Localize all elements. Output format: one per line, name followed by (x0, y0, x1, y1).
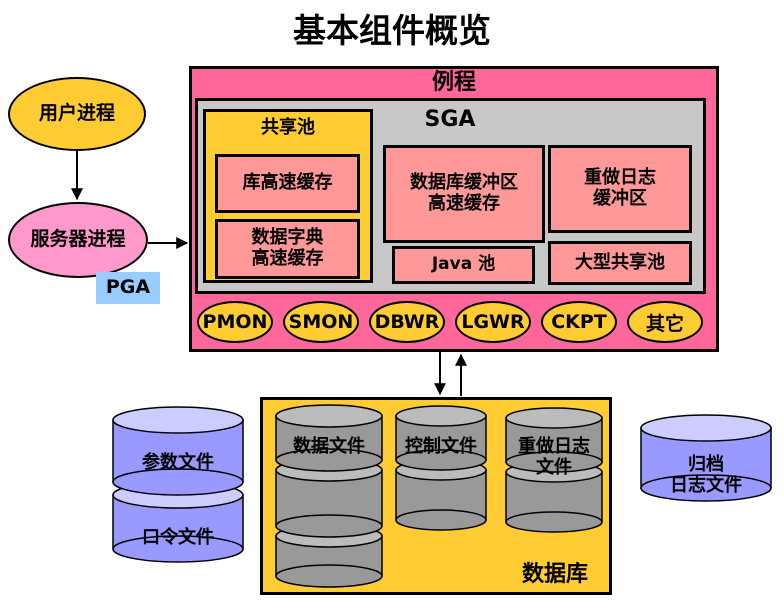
data-dictionary-cache-label: 数据字典 高速缓存 (251, 227, 324, 269)
database-label: 数据库 (521, 562, 588, 587)
background-process-label: DBWR (374, 311, 440, 333)
background-process-label: 其它 (645, 312, 684, 335)
db-buffer-cache-box: 数据库缓冲区 高速缓存 (383, 145, 545, 243)
background-process-lgwr: LGWR (455, 301, 531, 343)
redo-log-files-disk (505, 407, 603, 533)
java-pool-label: Java 池 (431, 254, 496, 275)
background-process-pmon: PMON (197, 301, 273, 343)
data-files-disk (275, 404, 383, 588)
data-files-label: 数据文件 (293, 436, 365, 457)
sga-label: SGA (424, 107, 476, 132)
server-process-node: 服务器进程 (8, 202, 148, 278)
java-pool-box: Java 池 (392, 246, 535, 284)
user-process-label: 用户进程 (38, 102, 115, 125)
large-pool-box: 大型共享池 (548, 241, 692, 285)
archived-log-disk (640, 414, 772, 502)
library-cache-box: 库高速缓存 (215, 154, 360, 213)
password-file-label: 口令文件 (142, 527, 214, 548)
background-process-dbwr: DBWR (369, 301, 445, 343)
background-process-ckpt: CKPT (541, 301, 617, 343)
server-process-label: 服务器进程 (30, 228, 126, 251)
background-process-smon: SMON (283, 301, 359, 343)
archived-log-files-label: 归档 日志文件 (670, 454, 742, 496)
shared-pool-label: 共享池 (261, 117, 315, 138)
parameter-file-label: 参数文件 (142, 452, 214, 473)
redo-log-files-label: 重做日志 文件 (518, 436, 590, 478)
db-buffer-cache-label: 数据库缓冲区 高速缓存 (410, 172, 518, 214)
pga-label: PGA (105, 276, 151, 299)
parameter-password-disk (112, 406, 244, 563)
large-pool-label: 大型共享池 (575, 251, 665, 273)
background-process-label: SMON (288, 311, 354, 333)
library-cache-label: 库高速缓存 (242, 172, 333, 194)
control-files-label: 控制文件 (405, 436, 477, 457)
background-process-label: LGWR (461, 311, 525, 333)
redo-log-buffer-box: 重做日志 缓冲区 (548, 145, 692, 233)
background-process-label: CKPT (551, 311, 607, 333)
instance-label: 例程 (431, 70, 476, 95)
background-process-other: 其它 (627, 301, 703, 343)
data-dictionary-cache-box: 数据字典 高速缓存 (215, 219, 360, 279)
page-title: 基本组件概览 (293, 11, 491, 50)
pga-box: PGA (96, 272, 160, 304)
redo-log-buffer-label: 重做日志 缓冲区 (584, 167, 656, 209)
user-process-node: 用户进程 (8, 77, 146, 151)
control-files-disk (395, 405, 487, 531)
background-process-label: PMON (202, 311, 268, 333)
